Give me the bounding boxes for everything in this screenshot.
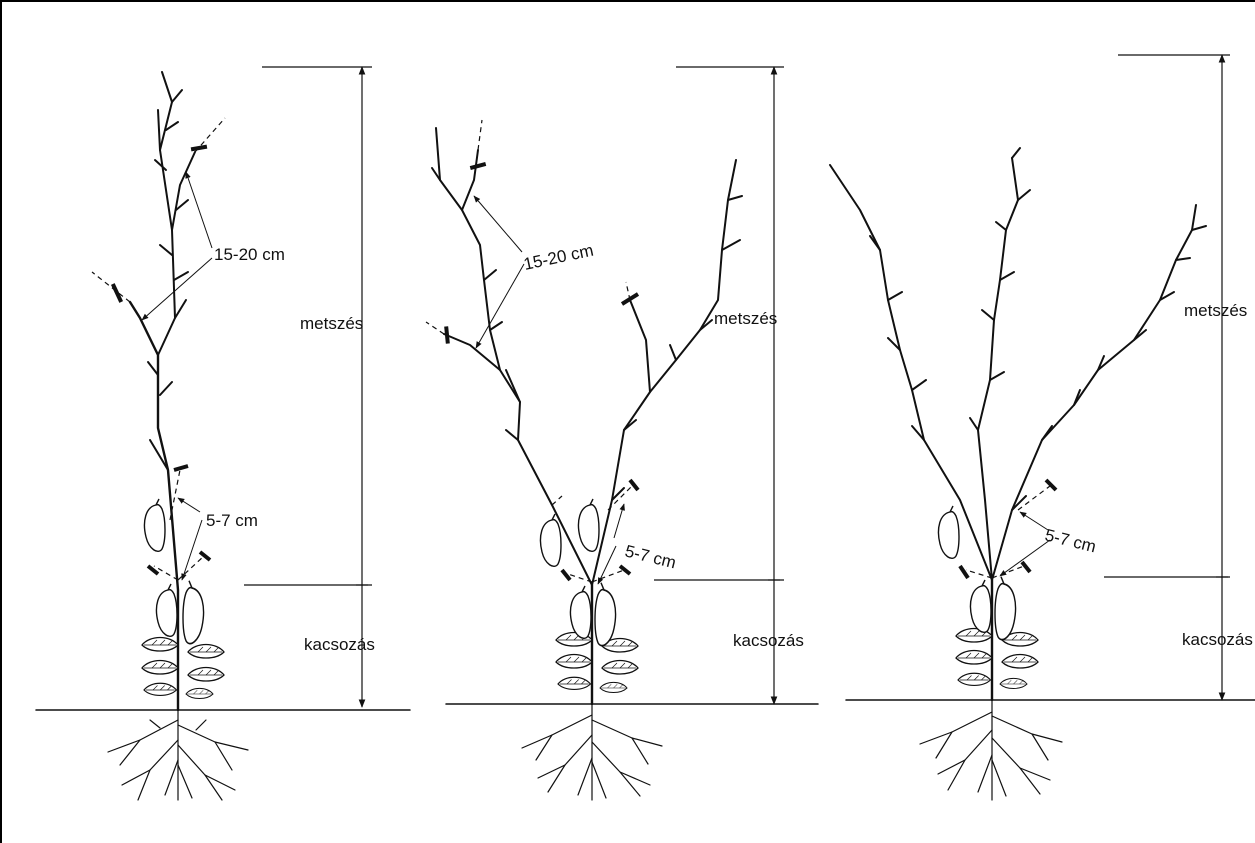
branches: [830, 148, 1206, 580]
suckering-label: kacsozás: [1182, 630, 1253, 649]
shoot-spacing-label: 15-20 cm: [214, 245, 285, 264]
roots: [108, 710, 248, 800]
cut-markers: [960, 480, 1056, 578]
suckering-label: kacsozás: [733, 631, 804, 650]
dimension-lines: [244, 67, 372, 707]
dimension-lines: [654, 67, 784, 704]
branches: [148, 72, 195, 470]
bud-spacing-label: 5-7 cm: [623, 541, 678, 572]
panel-3: 5-7 cm metszés kacsozás: [830, 55, 1255, 800]
suckering-label: kacsozás: [304, 635, 375, 654]
pruning-label: metszés: [1184, 301, 1247, 320]
panel-2: 15-20 cm 5-7 cm metszés kacsozás: [426, 67, 818, 800]
bud-spacing-label: 5-7 cm: [1043, 525, 1098, 556]
pruning-label: metszés: [300, 314, 363, 333]
bud-spacing-label: 5-7 cm: [206, 511, 258, 530]
pruning-label: metszés: [714, 309, 777, 328]
panel-1: 15-20 cm 5-7 cm metszés kacsozás: [36, 67, 410, 800]
roots: [522, 704, 662, 800]
roots: [920, 700, 1062, 800]
cut-dashes: [426, 120, 634, 582]
shoot-spacing-label: 15-20 cm: [522, 241, 595, 274]
cut-dashes: [966, 486, 1050, 578]
dimension-lines: [1104, 55, 1230, 700]
